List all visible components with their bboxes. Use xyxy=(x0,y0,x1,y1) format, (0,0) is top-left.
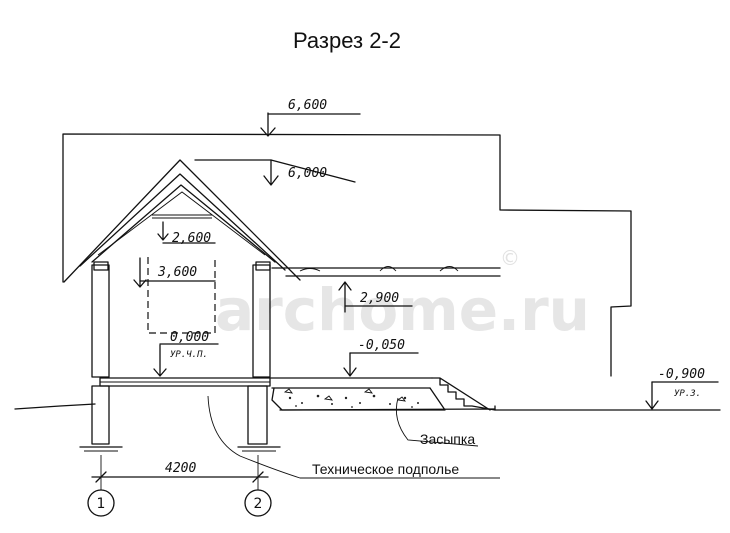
wall-right xyxy=(252,264,271,378)
foundation-left xyxy=(79,385,123,452)
foundation-right xyxy=(237,385,281,452)
floor-slab xyxy=(99,377,271,387)
level-mark-ridge-top: 6,600 xyxy=(260,98,361,137)
axis-marker-2: 2 xyxy=(244,489,272,517)
svg-text:-0,900: -0,900 xyxy=(658,367,705,382)
dimension-axis-span: 4200 xyxy=(91,455,269,490)
svg-text:0,000: 0,000 xyxy=(170,330,209,345)
level-mark-terrace: -0,050 xyxy=(343,338,419,377)
callout-backfill-label: Засыпка xyxy=(420,431,475,447)
svg-text:6,600: 6,600 xyxy=(288,98,327,113)
svg-text:6,000: 6,000 xyxy=(288,166,327,181)
callout-backfill: Засыпка xyxy=(395,397,479,447)
level-mark-attic-floor: 2,600 xyxy=(157,221,216,246)
entrance-steps xyxy=(431,377,496,411)
svg-text:2,600: 2,600 xyxy=(172,231,211,246)
terrace-canopy xyxy=(271,266,501,277)
svg-text:-0,050: -0,050 xyxy=(358,338,405,353)
svg-text:3,600: 3,600 xyxy=(157,265,197,280)
wall-left xyxy=(91,264,110,378)
background-building-outline xyxy=(62,133,632,377)
level-mark-floor-zero: 0,000 УР.Ч.П. xyxy=(153,330,219,377)
level-mark-ceiling: 3,600 xyxy=(133,257,216,288)
svg-text:1: 1 xyxy=(97,496,106,512)
svg-text:УР.Ч.П.: УР.Ч.П. xyxy=(170,350,208,360)
axis-marker-1: 1 xyxy=(87,489,115,517)
room-dashed-outline xyxy=(147,257,216,334)
page-title: Разрез 2-2 xyxy=(293,28,401,53)
svg-text:2: 2 xyxy=(254,496,263,512)
svg-text:4200: 4200 xyxy=(165,461,196,476)
callout-crawlspace-label: Техническое подполье xyxy=(312,461,459,477)
ground-line xyxy=(14,403,721,411)
svg-text:УР.З.: УР.З. xyxy=(674,389,701,399)
watermark: archome.ru xyxy=(215,276,590,344)
svg-text:2,900: 2,900 xyxy=(360,291,399,306)
gable-roof xyxy=(63,159,301,283)
terrace-backfill xyxy=(269,377,446,411)
callout-crawlspace: Техническое подполье xyxy=(207,395,500,479)
level-mark-ground: -0,900 УР.З. xyxy=(645,367,719,410)
level-mark-canopy: 2,900 xyxy=(338,281,413,313)
copyright-mark: © xyxy=(500,246,520,270)
level-mark-roof-peak: 6,000 xyxy=(194,159,356,186)
